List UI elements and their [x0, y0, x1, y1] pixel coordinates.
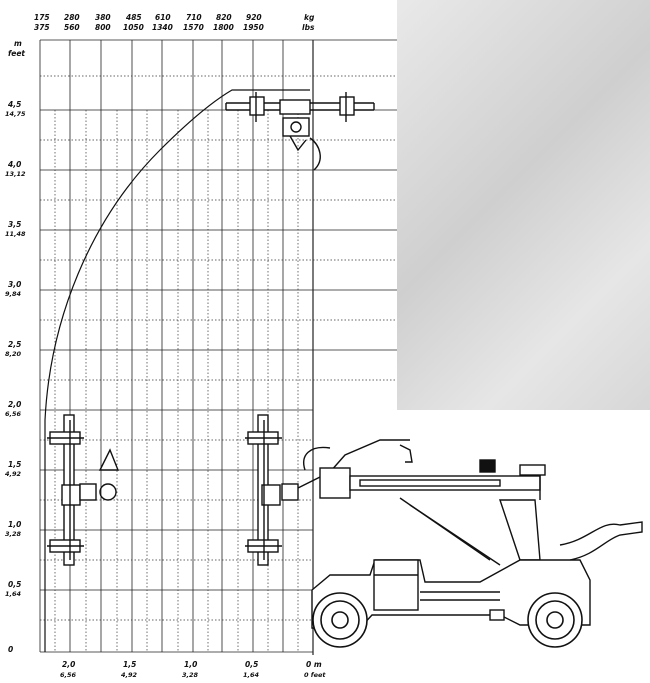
load-lbs-labels: 375 560 800 1050 1340 1570 1800 1950 — [34, 23, 264, 32]
reach-m-label: 1,0 — [184, 660, 197, 669]
load-kg-labels: 175 280 380 485 610 710 820 920 — [34, 13, 262, 22]
height-ft-label: 1,64 — [5, 590, 22, 598]
grey-background-panel — [397, 0, 650, 410]
load-lbs-label: 1950 — [243, 23, 264, 32]
height-m-label: 1,5 — [8, 460, 21, 469]
reach-envelope-curve — [44, 89, 310, 652]
center-suction-frame — [245, 414, 299, 566]
reach-m-label: 1,5 — [123, 660, 136, 669]
load-kg-label: 710 — [186, 13, 202, 22]
height-ft-label: 3,28 — [5, 530, 22, 538]
load-kg-label: 380 — [95, 13, 111, 22]
reach-m-label: 0,5 — [245, 660, 258, 669]
reach-ft-label: 1,64 — [243, 671, 260, 679]
height-ft-label: 8,20 — [5, 350, 22, 358]
height-m-label: 3,0 — [8, 280, 21, 289]
height-m-label: 0 — [8, 645, 13, 654]
reach-m-label: 2,0 — [62, 660, 75, 669]
load-kg-label: 485 — [126, 13, 142, 22]
height-ft-label: 9,84 — [5, 290, 22, 298]
height-m-label: 0,5 — [8, 580, 21, 589]
height-m-label: 1,0 — [8, 520, 21, 529]
load-unit-kg: kg — [304, 13, 315, 22]
reach-ft-label: 3,28 — [182, 671, 199, 679]
left-suction-frame — [47, 414, 120, 566]
height-ft-label: 13,12 — [5, 170, 26, 178]
load-kg-label: 280 — [64, 13, 80, 22]
height-m-label: 2,5 — [8, 340, 21, 349]
reach-axis-labels: 2,0 6,56 1,5 4,92 1,0 3,28 0,5 1,64 0 m 0 feet — [60, 660, 326, 679]
load-kg-label: 820 — [216, 13, 232, 22]
rear-wheel — [527, 592, 583, 648]
front-wheel — [312, 592, 368, 648]
vertical-grid-lines — [39, 40, 284, 652]
reach-ft-label: 0 feet — [304, 671, 326, 679]
reach-m-label: 0 m — [306, 660, 322, 669]
load-lbs-label: 800 — [95, 23, 111, 32]
load-kg-label: 610 — [155, 13, 171, 22]
reach-ft-label: 6,56 — [60, 671, 77, 679]
height-axis-labels: 4,514,75 4,013,12 3,511,48 3,09,84 2,58,20 2,… — [5, 100, 26, 654]
reach-ft-label: 4,92 — [121, 671, 138, 679]
load-kg-label: 920 — [246, 13, 262, 22]
load-lbs-label: 560 — [64, 23, 80, 32]
height-ft-label: 4,92 — [5, 470, 22, 478]
load-lbs-label: 1800 — [213, 23, 234, 32]
load-unit-lbs: lbs — [302, 23, 315, 32]
load-lbs-label: 1340 — [152, 23, 173, 32]
height-unit-feet: feet — [8, 49, 25, 58]
height-ft-label: 6,56 — [5, 410, 22, 418]
height-unit-m: m — [14, 39, 22, 48]
height-m-label: 4,0 — [8, 160, 21, 169]
load-kg-label: 175 — [34, 13, 50, 22]
height-ft-label: 14,75 — [5, 110, 26, 118]
horizontal-grid-lines — [40, 39, 397, 653]
height-m-label: 3,5 — [8, 220, 21, 229]
height-m-label: 2,0 — [8, 400, 21, 409]
height-m-label: 4,5 — [8, 100, 21, 109]
top-suction-frame — [225, 92, 375, 171]
load-lbs-label: 1570 — [183, 23, 204, 32]
load-lbs-label: 1050 — [123, 23, 144, 32]
height-ft-label: 11,48 — [5, 230, 26, 238]
load-lbs-label: 375 — [34, 23, 50, 32]
machine-body — [311, 521, 643, 629]
